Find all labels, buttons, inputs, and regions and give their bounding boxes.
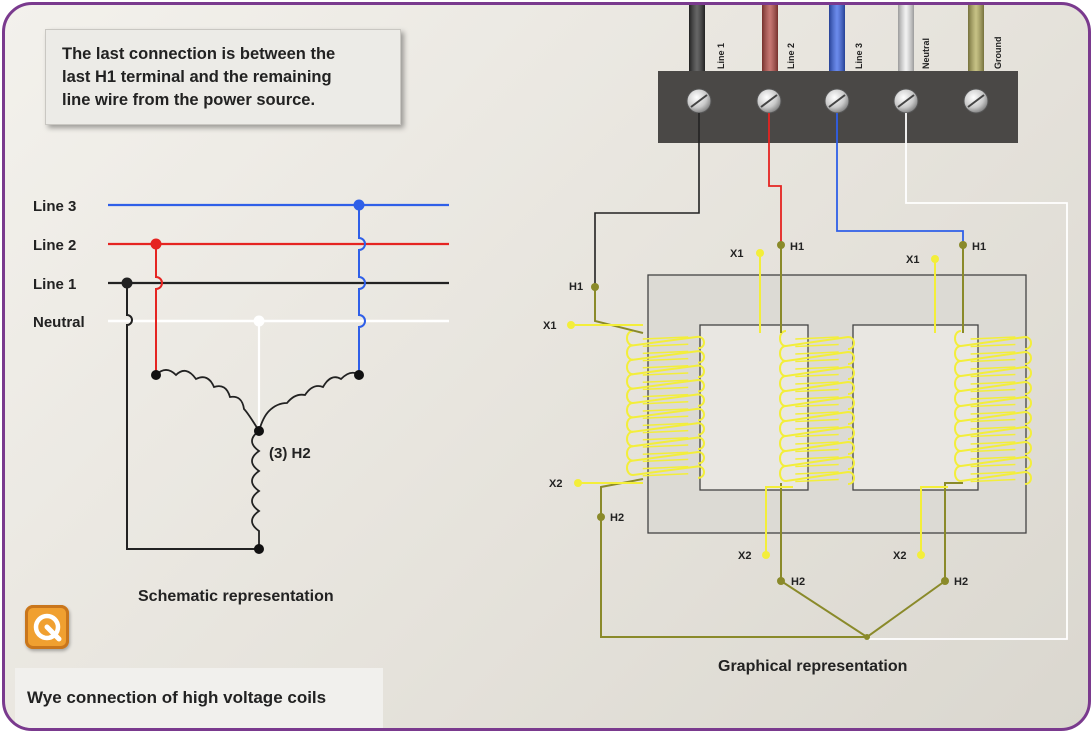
x2-left-dot <box>574 479 582 487</box>
coil-left-leg <box>626 330 705 479</box>
neutral-label: Neutral <box>33 314 85 331</box>
terminal-label-line1: Line 1 <box>716 43 726 69</box>
diagram-canvas: Line 3 Line 2 Line 1 Neutral (3) H2 Sche… <box>33 5 1068 675</box>
coil-bottom-terminal-dot <box>254 544 264 554</box>
x1-middle-dot <box>756 249 764 257</box>
graphical-diagram: Line 1 Line 2 Line 3 Neutral Ground <box>543 5 1068 675</box>
terminal-dots <box>567 241 967 640</box>
line1-label: Line 1 <box>33 276 76 293</box>
h1-left-lead <box>594 287 644 334</box>
coil-right-leg <box>954 330 1032 485</box>
x2-middle-lead <box>765 486 793 555</box>
slide-caption: Wye connection of high voltage coils <box>15 668 383 728</box>
x2-right-lead <box>920 486 948 555</box>
h2-middle-label: H2 <box>791 576 805 588</box>
neutral-junction-dot <box>253 315 265 327</box>
terminal-cables <box>689 5 984 73</box>
x2-middle-dot <box>762 551 770 559</box>
x1-left-label: X1 <box>543 320 556 332</box>
h1-right-dot <box>959 241 967 249</box>
h2-left-label: H2 <box>610 512 624 524</box>
transformer-coils <box>626 330 1032 485</box>
coil-left-terminal-dot <box>151 370 161 380</box>
h1-left-label: H1 <box>569 281 583 293</box>
coil-left <box>155 369 260 432</box>
h1-right-label: H1 <box>972 241 986 253</box>
x1-right-dot <box>931 255 939 263</box>
line2-drop-wire <box>155 244 163 375</box>
h2-left-dot <box>597 513 605 521</box>
note-line-3: line wire from the power source. <box>62 91 316 109</box>
line1-wire <box>594 113 700 287</box>
schematic-diagram: Line 3 Line 2 Line 1 Neutral (3) H2 Sche… <box>33 198 449 605</box>
h2-label: (3) H2 <box>269 445 311 462</box>
terminal-label-line3: Line 3 <box>854 43 864 69</box>
h2-right-dot <box>941 577 949 585</box>
instruction-note: The last connection is between the last … <box>45 29 401 125</box>
h1-middle-label: H1 <box>790 241 804 253</box>
line2-junction-dot <box>150 238 162 250</box>
line1-junction-dot <box>121 277 133 289</box>
x2-right-label: X2 <box>893 550 906 562</box>
line3-drop-wire <box>358 205 366 375</box>
terminal-label-ground: Ground <box>993 37 1003 70</box>
schematic-title: Schematic representation <box>138 588 334 605</box>
terminal-screws <box>686 88 989 114</box>
coil-right <box>258 371 360 432</box>
terminal-label-neutral: Neutral <box>921 38 931 69</box>
line3-wire <box>836 113 964 245</box>
line3-junction-dot <box>353 199 365 211</box>
note-line-2: last H1 terminal and the remaining <box>62 68 332 86</box>
h1-left-dot <box>591 283 599 291</box>
h2-middle-dot <box>777 577 785 585</box>
graphical-title: Graphical representation <box>718 658 907 675</box>
coil-right-terminal-dot <box>354 370 364 380</box>
line3-label: Line 3 <box>33 198 76 215</box>
coil-middle-leg <box>779 330 855 485</box>
x1-right-label: X1 <box>906 254 919 266</box>
x2-left-label: X2 <box>549 478 562 490</box>
coil-bottom <box>251 430 261 549</box>
x2-middle-label: X2 <box>738 550 751 562</box>
replay-button[interactable] <box>25 605 69 649</box>
h1-middle-dot <box>777 241 785 249</box>
neutral-wire <box>867 113 1068 640</box>
line1-drop-wire <box>126 283 259 550</box>
terminal-label-line2: Line 2 <box>786 43 796 69</box>
x2-right-dot <box>917 551 925 559</box>
replay-icon <box>33 613 62 642</box>
line2-wire <box>768 113 782 245</box>
terminal-labels: Line 1 Line 2 Line 3 Neutral Ground <box>716 37 1003 70</box>
h2-right-lead <box>866 482 963 638</box>
x1-middle-label: X1 <box>730 248 743 260</box>
lv-leads <box>571 253 948 555</box>
h2-center-dot <box>254 426 264 436</box>
line2-label: Line 2 <box>33 237 76 254</box>
note-line-1: The last connection is between the <box>62 45 336 63</box>
h2-right-label: H2 <box>954 576 968 588</box>
h2-common-dot <box>864 634 870 640</box>
x1-left-dot <box>567 321 575 329</box>
